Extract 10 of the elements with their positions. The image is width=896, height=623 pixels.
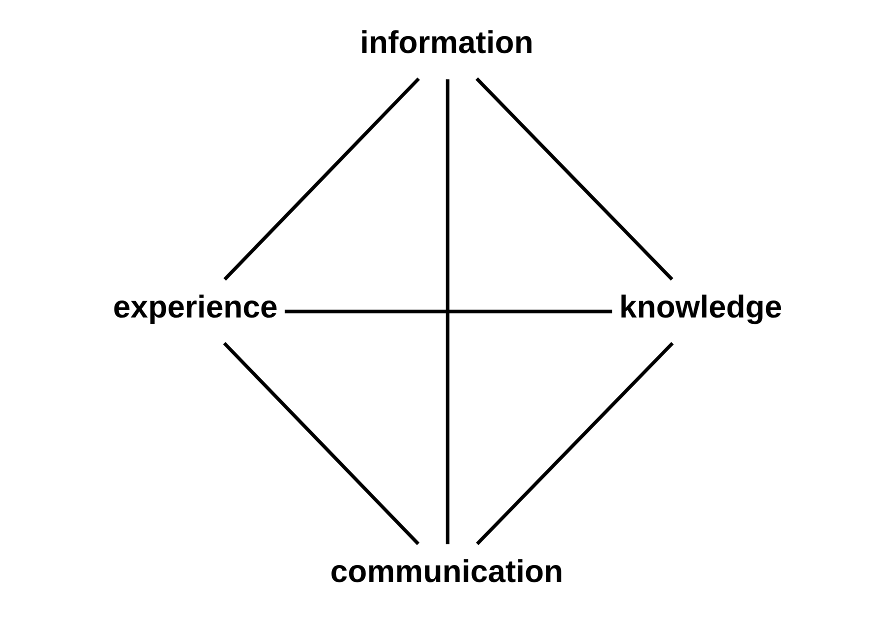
node-text: communication — [330, 552, 563, 589]
node-text: experience — [112, 288, 278, 324]
connector — [475, 342, 674, 546]
connector — [475, 77, 673, 281]
connector — [222, 77, 420, 281]
node-text: information — [360, 24, 533, 60]
connector — [284, 310, 612, 314]
connector — [222, 342, 419, 546]
node-text: knowledge — [618, 288, 782, 324]
connector — [445, 79, 449, 544]
